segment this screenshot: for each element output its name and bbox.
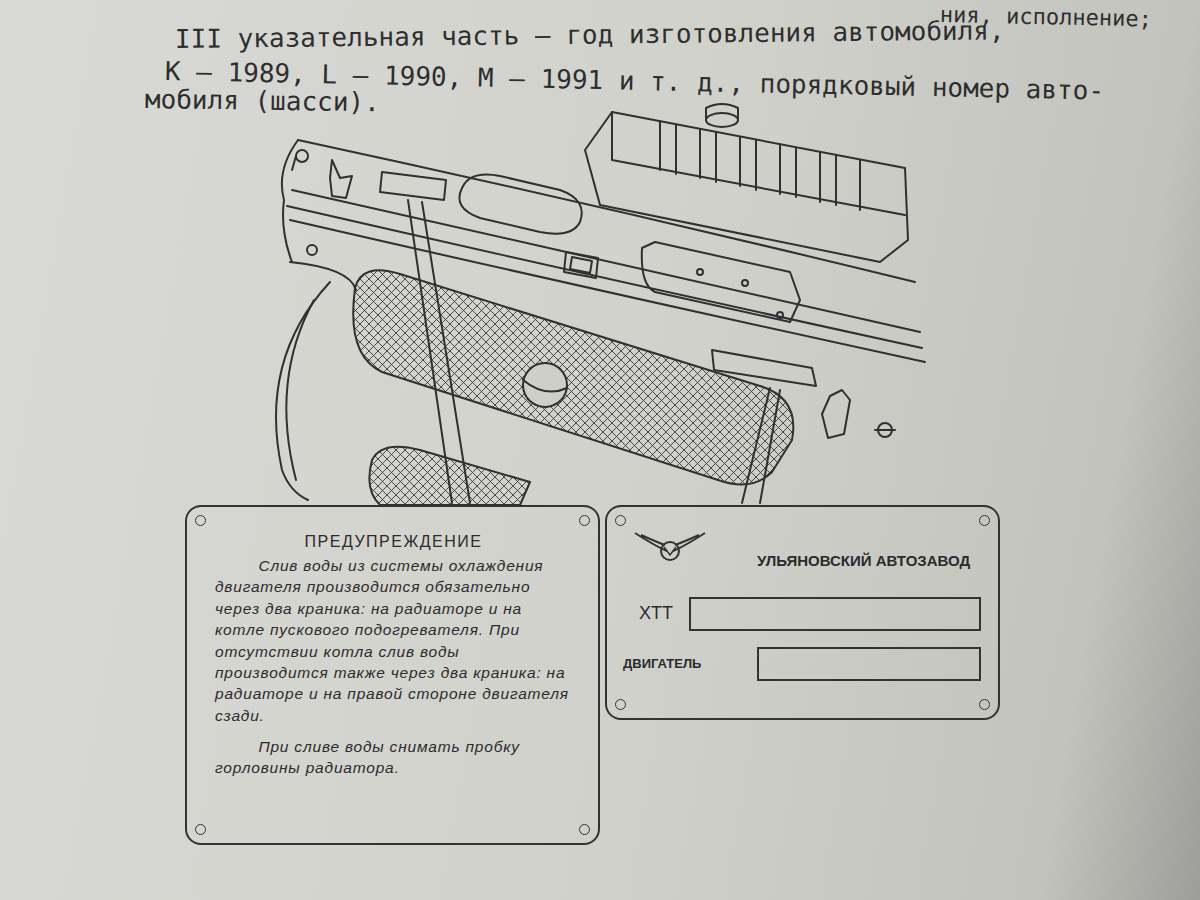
vin-field bbox=[689, 597, 981, 631]
screw-hole bbox=[615, 699, 626, 710]
warning-text: При сливе воды снимать пробку горловины … bbox=[215, 736, 572, 779]
screw-hole bbox=[979, 699, 990, 710]
engine-field bbox=[757, 647, 981, 681]
factory-logo bbox=[607, 507, 747, 597]
screw-hole bbox=[195, 824, 206, 835]
screw-hole bbox=[979, 515, 990, 526]
vin-plate: УЛЬЯНОВСКИЙ АВТОЗАВОД ХТТ ДВИГАТЕЛЬ bbox=[605, 505, 1000, 720]
screw-hole bbox=[579, 515, 590, 526]
vin-prefix: ХТТ bbox=[639, 603, 673, 624]
screw-hole bbox=[195, 515, 206, 526]
screw-hole bbox=[615, 515, 626, 526]
maker-name: УЛЬЯНОВСКИЙ АВТОЗАВОД bbox=[757, 552, 970, 569]
plate-heading: ПРЕДУПРЕЖДЕНИЕ bbox=[215, 533, 572, 551]
warning-plate: ПРЕДУПРЕЖДЕНИЕ Слив воды из системы охлаж… bbox=[185, 505, 600, 845]
body-text-line: мобиля (шасси). bbox=[145, 84, 380, 117]
engine-label: ДВИГАТЕЛЬ bbox=[623, 656, 701, 671]
warning-text: Слив воды из системы охлаждения двигател… bbox=[215, 555, 572, 726]
screw-hole bbox=[579, 824, 590, 835]
body-text-line: III указательная часть — год изготовлени… bbox=[175, 15, 1005, 54]
